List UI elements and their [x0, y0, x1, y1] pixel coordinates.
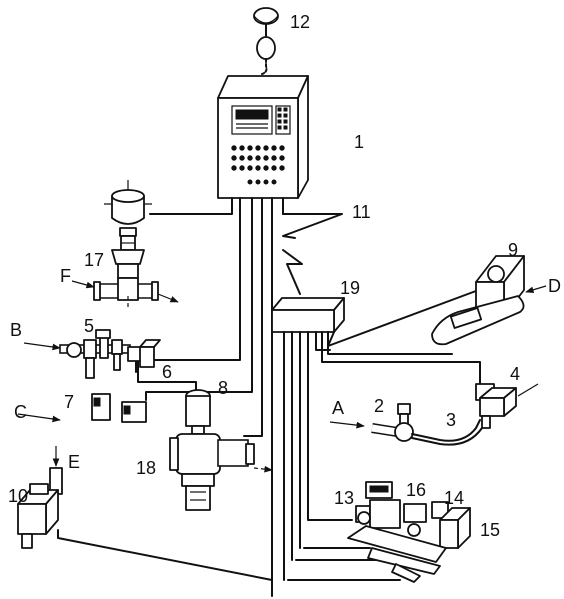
- label-9: 9: [508, 240, 518, 260]
- callout-labels: 12 1 11 17 9 19 5 6 8 7 4 2 3 18 10 13 1…: [8, 12, 520, 540]
- valve-7-solenoid: [91, 393, 147, 423]
- actuated-valve-8: [185, 389, 211, 435]
- label-7: 7: [64, 392, 74, 412]
- signal-link-11: [282, 197, 343, 295]
- label-5: 5: [84, 316, 94, 336]
- label-15: 15: [480, 520, 500, 540]
- label-19: 19: [340, 278, 360, 298]
- label-16: 16: [406, 480, 426, 500]
- cable-to-17: [149, 197, 233, 215]
- beacon-sensor-12: [253, 7, 279, 75]
- label-8: 8: [218, 378, 228, 398]
- label-3: 3: [446, 410, 456, 430]
- label-1: 1: [354, 132, 364, 152]
- label-13: 13: [334, 488, 354, 508]
- inlet-c: C: [14, 402, 27, 422]
- valve-10: [17, 446, 273, 581]
- inlet-f: F: [60, 266, 71, 286]
- control-cabinet-1: [217, 75, 309, 199]
- valve-manifold-13-16: [347, 481, 471, 583]
- a-line-regulator-2: [329, 403, 483, 446]
- label-6: 6: [162, 362, 172, 382]
- inlet-b: B: [10, 320, 22, 340]
- label-18: 18: [136, 458, 156, 478]
- three-way-valve-18: [169, 433, 273, 511]
- label-17: 17: [84, 250, 104, 270]
- label-10: 10: [8, 486, 28, 506]
- label-2: 2: [374, 396, 384, 416]
- label-12: 12: [290, 12, 310, 32]
- junction-cables: [283, 287, 485, 581]
- label-11: 11: [352, 202, 371, 222]
- inlet-a: A: [332, 398, 344, 418]
- actuator-9: [431, 255, 547, 346]
- positioner-3-4: [475, 383, 539, 429]
- inlet-d: D: [548, 276, 561, 296]
- control-valve-17: [71, 180, 179, 310]
- label-4: 4: [510, 364, 520, 384]
- junction-box-19: [271, 297, 345, 333]
- inlet-labels: F B C E A D: [10, 266, 561, 472]
- inlet-e: E: [68, 452, 80, 472]
- solenoid-valve-6: [127, 339, 197, 393]
- label-14: 14: [444, 488, 464, 508]
- filter-regulator-5: [23, 329, 131, 379]
